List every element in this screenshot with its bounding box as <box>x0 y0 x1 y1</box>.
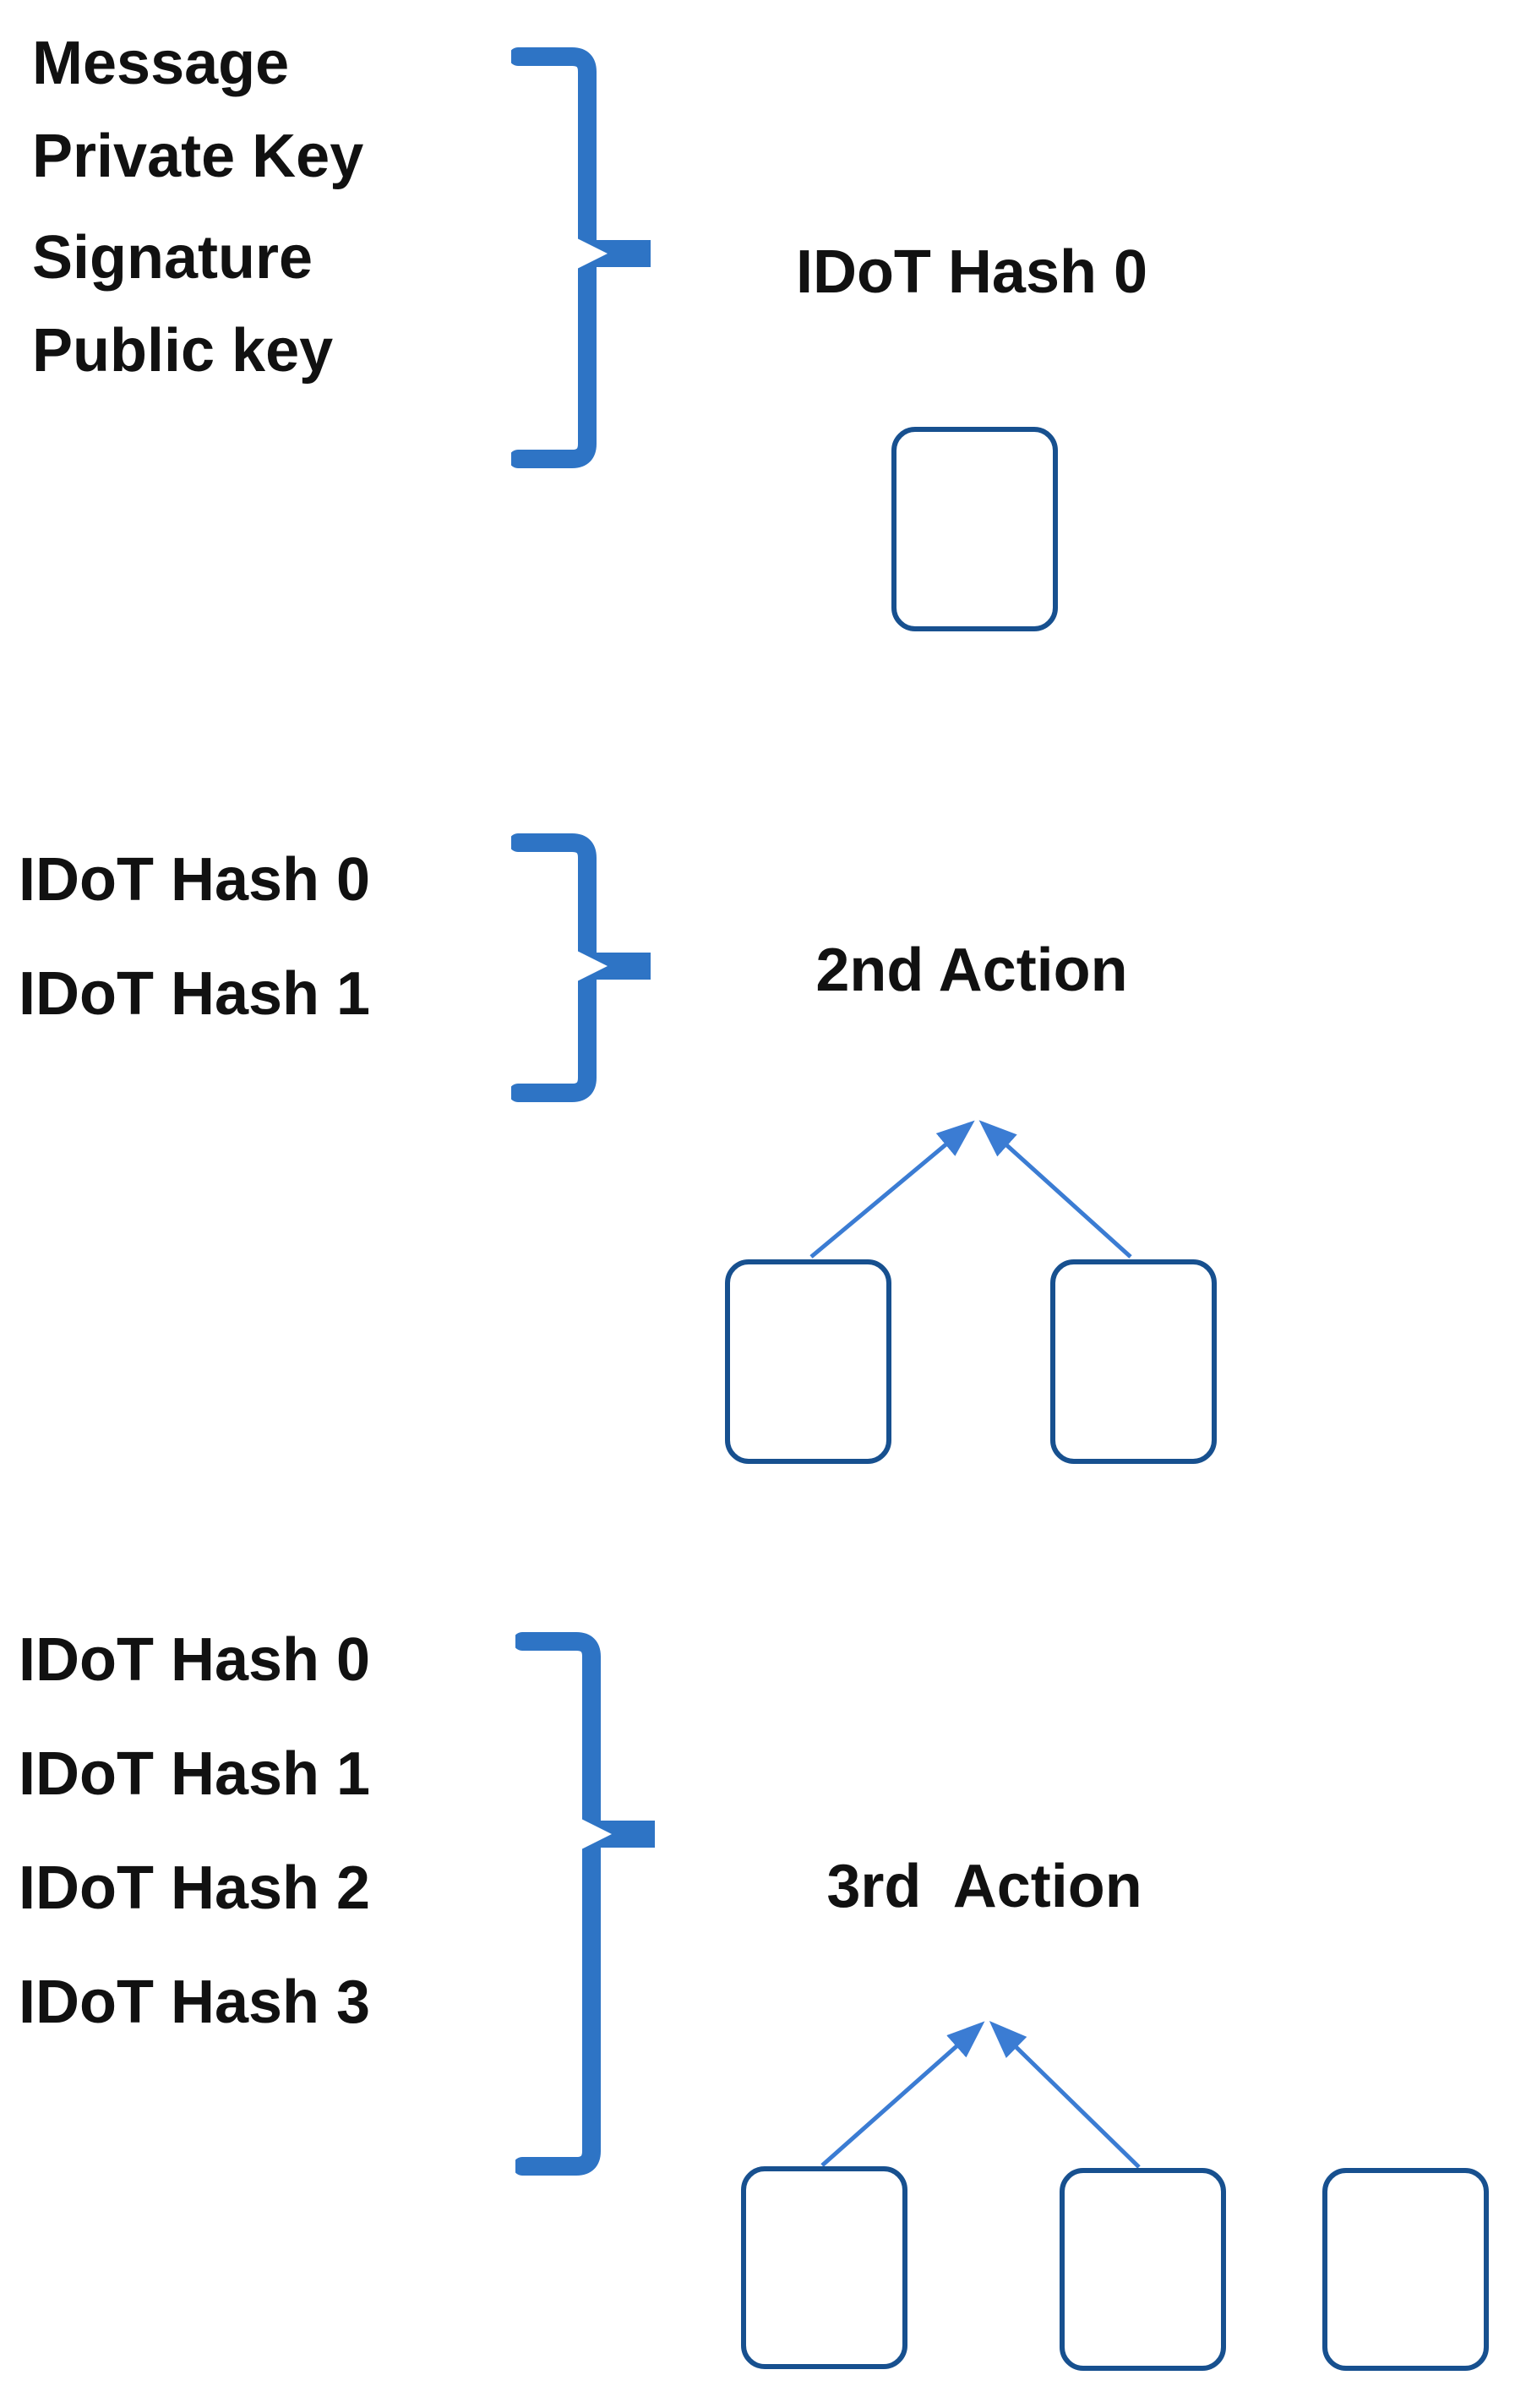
input-label-public-key: Public key <box>32 317 334 385</box>
input-label-idot-hash-1: IDoT Hash 1 <box>19 960 371 1028</box>
input-label-idot-hash-0: IDoT Hash 0 <box>19 846 371 914</box>
action-title-section3: 3rd Action <box>826 1853 1142 1920</box>
curly-brace-section3-icon <box>515 1632 655 2176</box>
input-label-signature: Signature <box>32 224 313 292</box>
curly-brace-section1-icon <box>511 47 651 468</box>
hash-box <box>1050 1259 1217 1464</box>
merge-arrows-section2 <box>809 1120 1132 1259</box>
hash-box <box>891 427 1058 631</box>
arrow-up-right <box>978 1120 1132 1259</box>
arrow-up-left <box>820 2021 985 2167</box>
input-label-message: Message <box>32 30 290 97</box>
input-label-idot-hash-0: IDoT Hash 0 <box>19 1626 371 1694</box>
hash-box <box>741 2166 907 2369</box>
curly-brace-section2-icon <box>511 833 651 1102</box>
hash-box <box>1060 2168 1226 2371</box>
hash-box <box>725 1259 891 1464</box>
arrow-up-left <box>809 1120 975 1259</box>
hash-title-section1: IDoT Hash 0 <box>795 238 1148 306</box>
input-label-private-key: Private Key <box>32 123 364 190</box>
input-label-idot-hash-2: IDoT Hash 2 <box>19 1854 371 1922</box>
action-title-section2: 2nd Action <box>815 936 1128 1004</box>
hash-box <box>1322 2168 1489 2371</box>
merge-arrows-section3 <box>820 2021 1141 2169</box>
input-label-idot-hash-1: IDoT Hash 1 <box>19 1740 371 1808</box>
input-label-idot-hash-3: IDoT Hash 3 <box>19 1968 371 2036</box>
arrow-up-right <box>989 2021 1141 2169</box>
